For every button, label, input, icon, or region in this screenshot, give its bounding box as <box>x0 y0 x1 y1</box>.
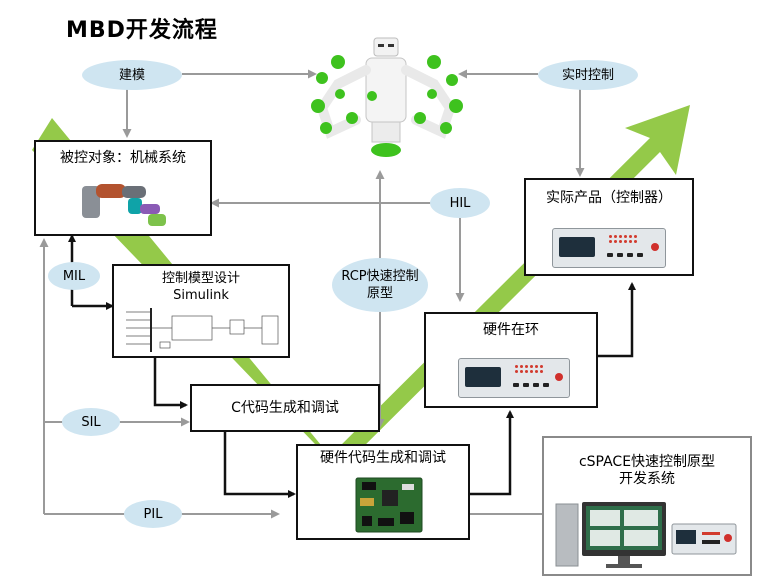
control-model-label: 控制模型设计 Simulink <box>161 271 240 303</box>
simulink-diagram-icon <box>126 308 279 352</box>
product-label: 实际产品（控制器） <box>546 190 672 206</box>
hil-box: 硬件在环 <box>424 312 598 408</box>
controller-device-icon <box>458 358 570 398</box>
plant-box: 被控对象：机械系统 <box>34 140 212 236</box>
sil-label: SIL <box>81 414 101 430</box>
circuit-board-icon <box>355 477 423 533</box>
plant-label: 被控对象：机械系统 <box>60 150 186 166</box>
rcp-ellipse: RCP快速控制原型 <box>332 258 428 312</box>
controller-device-icon <box>552 228 666 268</box>
pil-ellipse: PIL <box>124 500 182 528</box>
robot-illustration <box>311 37 463 157</box>
arrow-model-to-ccode <box>153 358 188 409</box>
mil-ellipse: MIL <box>48 262 100 290</box>
realtime-control-ellipse: 实时控制 <box>538 60 638 90</box>
modeling-ellipse: 建模 <box>82 60 182 90</box>
c-code-box: C代码生成和调试 <box>190 384 380 432</box>
hil-label: HIL <box>449 195 471 211</box>
realtime-control-label: 实时控制 <box>561 67 614 83</box>
hw-code-label: 硬件代码生成和调试 <box>320 450 446 466</box>
arrow-hwcode-to-hilbox <box>470 410 514 496</box>
rcp-label: RCP快速控制原型 <box>341 269 419 301</box>
pil-label: PIL <box>143 506 163 522</box>
control-model-box: 控制模型设计 Simulink <box>112 264 290 358</box>
cspace-label: cSPACE快速控制原型开发系统 <box>578 454 716 487</box>
arrow-ccode-to-hwcode <box>223 432 296 498</box>
page-title: MBD开发流程 <box>66 18 218 43</box>
c-code-label: C代码生成和调试 <box>231 400 339 416</box>
sil-ellipse: SIL <box>62 408 120 436</box>
modeling-label: 建模 <box>118 67 145 83</box>
mechanical-arm-icon <box>82 184 166 226</box>
product-box: 实际产品（控制器） <box>524 178 694 276</box>
computer-workstation-icon <box>555 502 737 568</box>
hil-box-label: 硬件在环 <box>483 322 539 338</box>
mil-label: MIL <box>62 268 86 284</box>
cspace-box: cSPACE快速控制原型开发系统 <box>542 436 752 576</box>
hil-ellipse: HIL <box>430 188 490 218</box>
hw-code-box: 硬件代码生成和调试 <box>296 444 470 540</box>
arrow-hilbox-to-product <box>598 282 636 358</box>
